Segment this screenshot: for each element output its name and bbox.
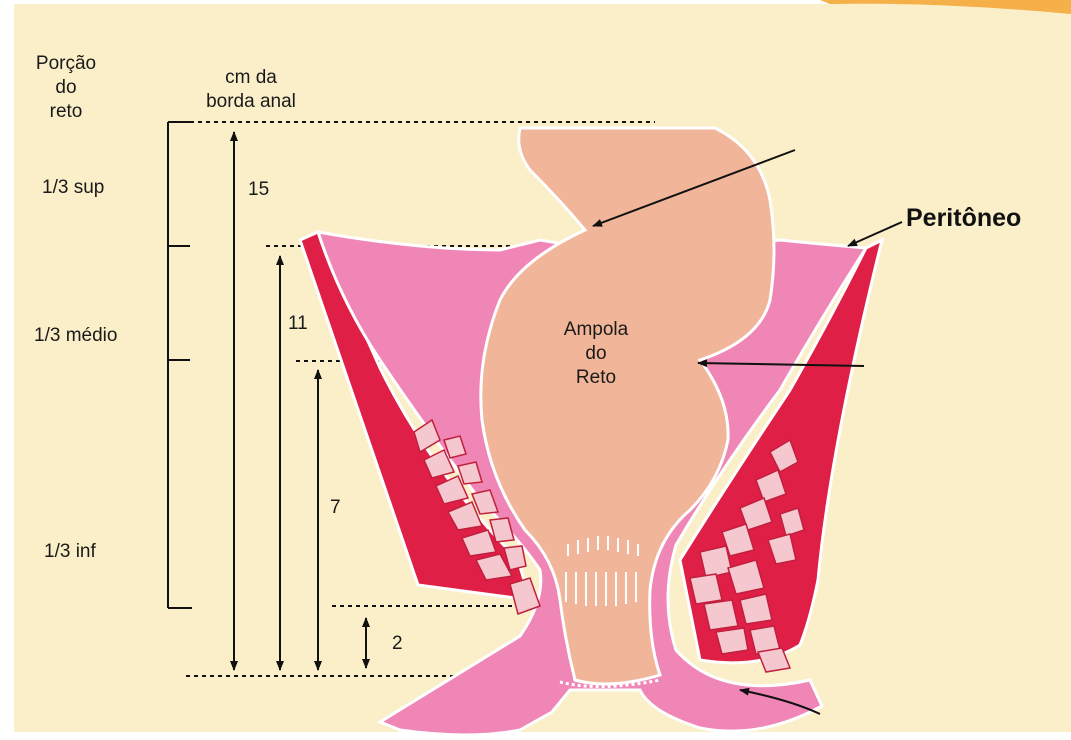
distance-11-label: 11 <box>288 312 308 336</box>
ampulla-label: Ampola do Reto <box>550 318 642 390</box>
ampulla-line-1: Ampola <box>550 318 642 342</box>
distance-15-label: 15 <box>248 178 269 202</box>
ampulla-line-2: do <box>550 342 642 366</box>
peritoneum-label: Peritôneo <box>906 206 1021 230</box>
distance-7-label: 7 <box>330 496 341 520</box>
distance-header-line-2: borda anal <box>188 90 314 114</box>
distance-header-line-1: cm da <box>188 66 314 90</box>
portion-middle-label: 1/3 médio <box>34 324 117 348</box>
distance-2-label: 2 <box>392 632 403 656</box>
ampulla-line-3: Reto <box>550 366 642 390</box>
distance-header: cm da borda anal <box>188 66 314 114</box>
portion-header-line-2: do <box>28 76 104 100</box>
portion-header-line-1: Porção <box>28 52 104 76</box>
portion-header: Porção do reto <box>28 52 104 124</box>
portion-superior-label: 1/3 sup <box>42 176 104 200</box>
portion-header-line-3: reto <box>28 100 104 124</box>
portion-inferior-label: 1/3 inf <box>44 540 96 564</box>
